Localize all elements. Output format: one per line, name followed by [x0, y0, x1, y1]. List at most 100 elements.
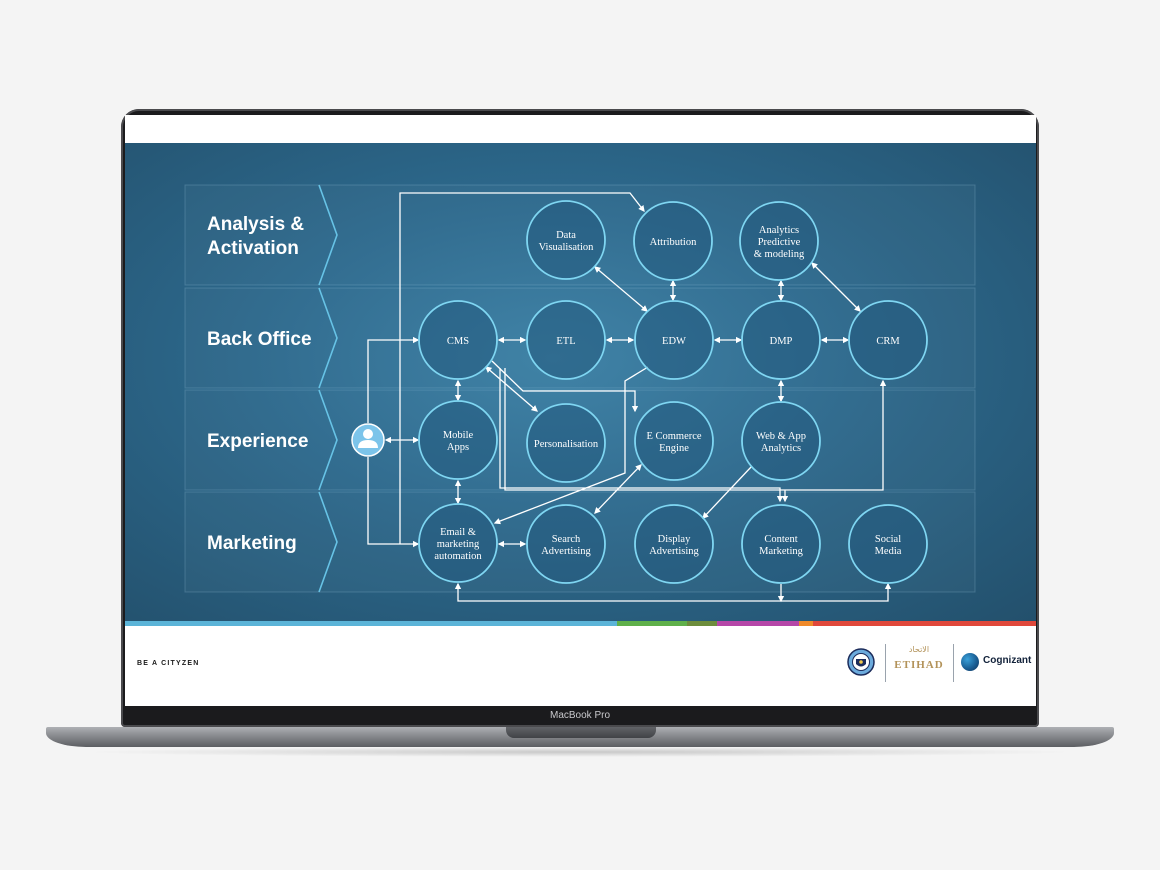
connector — [491, 360, 639, 413]
node-label: Engine — [659, 443, 689, 454]
node-circle — [418, 400, 498, 480]
laptop-shadow — [80, 747, 1080, 757]
node-label: Advertising — [541, 546, 591, 557]
node-circle — [741, 504, 821, 584]
node-label: Advertising — [649, 546, 699, 557]
row-label-line: Experience — [207, 431, 308, 452]
node-label: Data — [556, 230, 576, 241]
connector — [594, 266, 648, 312]
cognizant-logo: Cognizant — [961, 652, 1031, 674]
node-label: Analytics — [761, 443, 801, 454]
man-city-crest-icon — [847, 648, 875, 676]
node-label: CRM — [876, 336, 900, 347]
row-label-analysis: Analysis & Activation — [207, 214, 304, 259]
node-label: automation — [434, 551, 482, 562]
node-circle — [418, 503, 498, 583]
node-label: Visualisation — [539, 242, 595, 253]
node-label: CMS — [447, 336, 469, 347]
slide-top-strip — [125, 115, 1036, 143]
row-band-backoffice — [184, 287, 976, 389]
node-label: Media — [875, 546, 902, 557]
row-chevron-experience — [318, 389, 338, 491]
row-band-analysis — [184, 184, 976, 286]
connector — [702, 465, 753, 519]
node-label: Analytics — [759, 225, 799, 236]
node-label: Web & App — [756, 431, 806, 442]
node-cms: CMS — [418, 300, 498, 380]
node-label: marketing — [437, 539, 480, 550]
node-circle — [526, 504, 606, 584]
row-chevron-analysis — [318, 184, 338, 286]
node-edw: EDW — [634, 300, 714, 380]
row-label-line: Activation — [207, 238, 299, 259]
node-label: DMP — [770, 336, 793, 347]
node-attribution: Attribution — [633, 201, 713, 281]
node-label: Display — [658, 534, 691, 545]
node-circle — [526, 403, 606, 483]
node-circle — [741, 401, 821, 481]
connector — [493, 366, 649, 525]
node-circle — [739, 201, 819, 281]
row-chevron-backoffice — [318, 287, 338, 389]
etihad-logo: الاتحاد ETIHAD — [893, 645, 945, 681]
row-label-line: Analysis & — [207, 214, 304, 235]
node-label: Search — [552, 534, 581, 545]
node-label: Social — [875, 534, 901, 545]
etihad-arabic-wordmark: الاتحاد — [908, 645, 930, 654]
connector-lines — [367, 192, 892, 603]
cognizant-wordmark: Cognizant — [983, 655, 1032, 666]
connector — [594, 464, 642, 514]
color-bar-segment — [813, 621, 1036, 626]
laptop-notch — [506, 727, 656, 738]
node-label: Mobile — [443, 430, 474, 441]
color-bar-segment — [617, 621, 687, 626]
color-bar-segment — [125, 621, 617, 626]
node-label: Content — [764, 534, 797, 545]
logo-divider — [953, 644, 954, 682]
node-circle — [526, 300, 606, 380]
row-band-marketing — [184, 491, 976, 593]
connector — [504, 368, 887, 491]
tagline: BE A CITYZEN — [137, 660, 200, 667]
node-label: Apps — [447, 442, 469, 453]
cognizant-globe-icon — [961, 653, 979, 671]
node-circle — [633, 201, 713, 281]
connector — [367, 457, 420, 548]
node-label: EDW — [662, 336, 686, 347]
node-circle — [418, 300, 498, 380]
connector — [811, 262, 861, 312]
connector — [485, 366, 538, 412]
node-circle — [634, 401, 714, 481]
node-circle — [741, 300, 821, 380]
connector — [454, 582, 892, 602]
node-label: Marketing — [759, 546, 803, 557]
node-crm: CRM — [848, 300, 928, 380]
node-circle — [848, 504, 928, 584]
color-bar-segment — [717, 621, 799, 626]
macbook-label: MacBook Pro — [549, 710, 611, 721]
row-label-experience: Experience — [207, 431, 308, 452]
color-bar-segment — [799, 621, 813, 626]
node-personalisation: Personalisation — [526, 403, 606, 483]
user-icon — [351, 423, 385, 457]
node-label: Email & — [440, 527, 476, 538]
node-label: E Commerce — [646, 431, 701, 442]
node-circle — [634, 300, 714, 380]
row-label-marketing: Marketing — [207, 533, 297, 554]
etihad-wordmark: ETIHAD — [894, 659, 944, 671]
connector — [399, 192, 645, 544]
row-chevron-marketing — [318, 491, 338, 593]
node-circle — [526, 200, 606, 280]
node-label: & modeling — [754, 249, 805, 260]
